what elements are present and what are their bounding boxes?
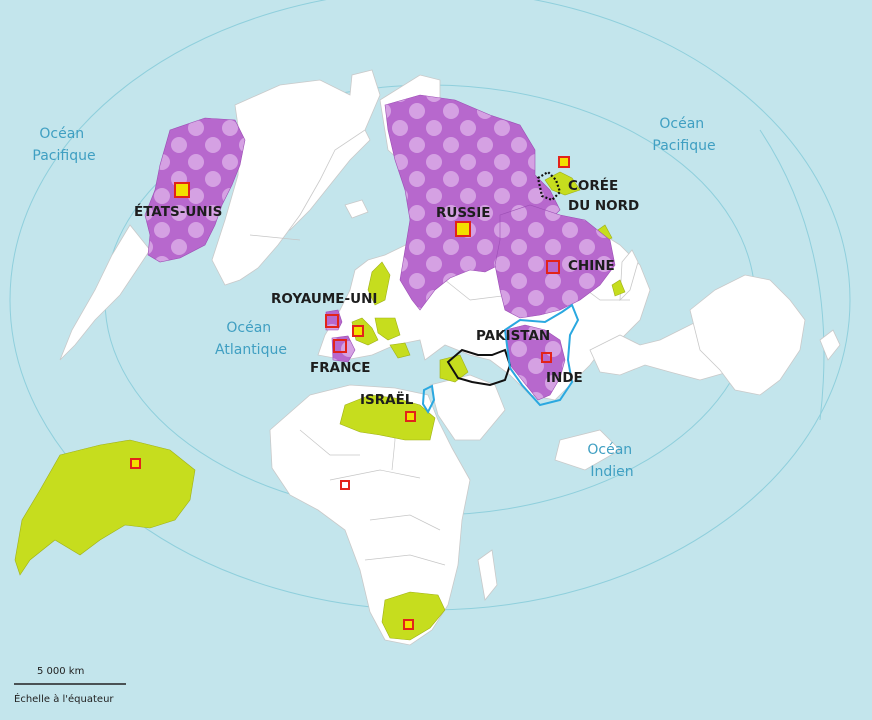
marker-russia <box>455 221 471 237</box>
region-libya <box>339 394 436 441</box>
marker-uk <box>325 314 339 328</box>
region-taiwan <box>611 279 626 297</box>
ocean-pacific-east-label: Océan Pacifique <box>652 116 715 154</box>
marker-libya <box>405 411 416 422</box>
label-north-korea-2: DU NORD <box>568 198 639 214</box>
region-russia <box>384 94 561 311</box>
outline-israel <box>421 384 436 415</box>
marker-china <box>546 260 560 274</box>
region-france <box>331 335 356 363</box>
label-russia: RUSSIE <box>436 205 490 221</box>
label-india: INDE <box>546 370 583 386</box>
marker-france <box>333 339 347 353</box>
marker-africa-west <box>340 480 350 490</box>
land-arabia <box>429 374 506 441</box>
land-madagascar <box>477 549 498 601</box>
marker-brazil <box>130 458 141 469</box>
scale-caption: Échelle à l'équateur <box>14 692 114 705</box>
region-south-america <box>14 439 196 576</box>
program-countries <box>14 171 626 641</box>
outline-india <box>503 303 580 407</box>
land-africa <box>269 384 471 646</box>
label-north-korea-1: CORÉE <box>568 177 618 194</box>
marker-india <box>541 352 552 363</box>
land-canada <box>211 69 381 286</box>
land-australia <box>689 274 806 396</box>
marker-europe <box>352 325 364 337</box>
outlined-countries <box>421 170 580 415</box>
country-labels: ÉTATS-UNIS RUSSIE CORÉE DU NORD CHINE RO… <box>134 177 639 408</box>
ocean-labels: Océan Pacifique Océan Pacifique Océan At… <box>32 116 715 480</box>
scale-bar: 5 000 km Échelle à l'équateur <box>14 666 126 705</box>
region-japan <box>544 171 581 196</box>
ocean-indien-label: Océan Indien <box>587 442 636 480</box>
site-markers <box>130 156 570 630</box>
marker-usa <box>174 182 190 198</box>
region-europe-central <box>351 317 379 346</box>
region-india <box>504 324 566 401</box>
outline-north-korea <box>536 170 562 202</box>
land-antarctica <box>554 429 621 471</box>
label-china: CHINE <box>568 258 615 274</box>
ocean-pacific-west-label: Océan Pacifique <box>32 126 95 164</box>
land-mexico <box>59 224 151 361</box>
region-balkans <box>389 342 411 359</box>
label-pakistan: PAKISTAN <box>476 328 550 344</box>
ocean-atlantique-label: Océan Atlantique <box>215 320 287 358</box>
marker-south-africa <box>403 619 414 630</box>
land-new-zealand <box>819 329 841 361</box>
label-usa: ÉTATS-UNIS <box>134 203 222 220</box>
label-israel: ISRAËL <box>360 391 414 408</box>
region-south-africa <box>381 591 446 641</box>
region-europe-east <box>374 317 401 341</box>
land-iceland <box>344 199 369 219</box>
label-france: FRANCE <box>310 360 371 376</box>
region-usa <box>144 117 246 263</box>
marker-north-korea <box>558 156 570 168</box>
label-uk: ROYAUME-UNI <box>271 291 377 307</box>
scale-distance: 5 000 km <box>37 666 84 677</box>
region-scandinavia <box>367 261 391 306</box>
landmasses <box>59 69 841 646</box>
